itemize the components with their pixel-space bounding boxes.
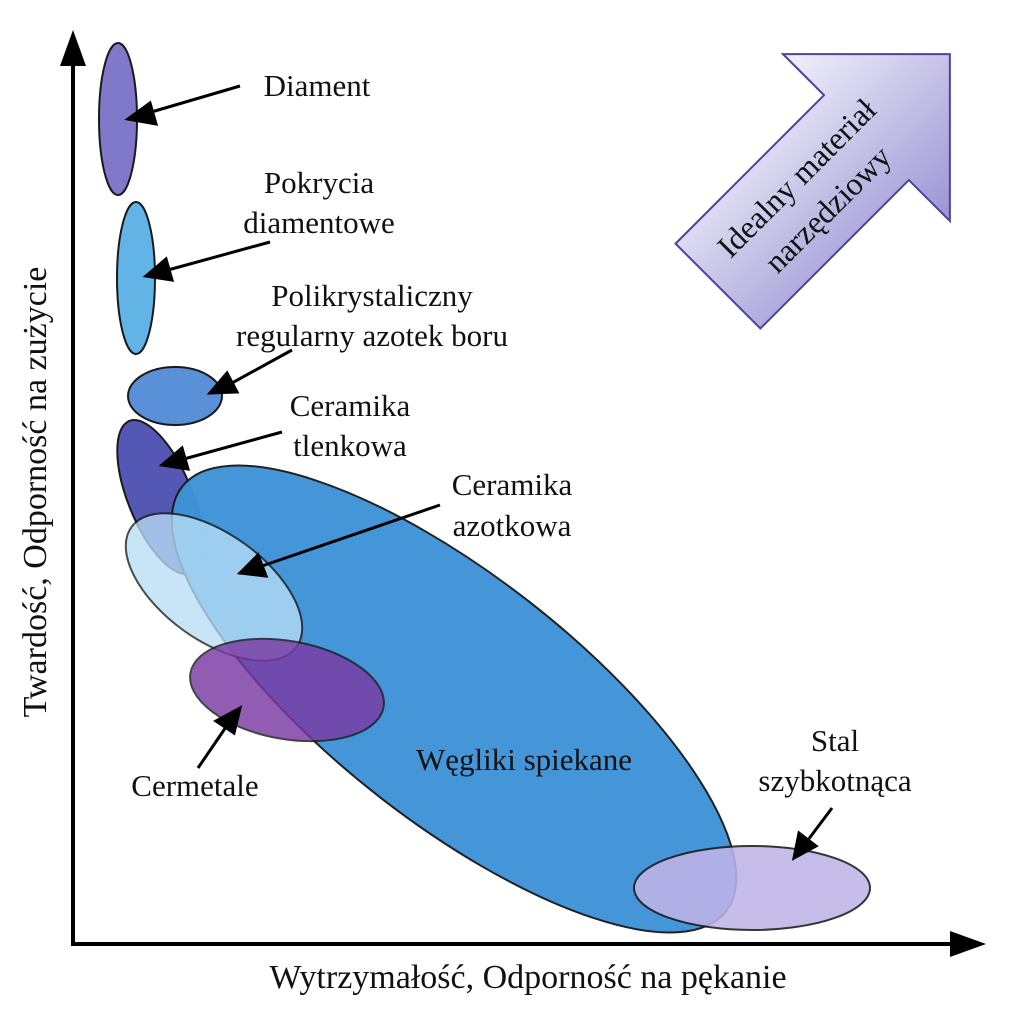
pointer-ceramika-tlenkowa-head bbox=[158, 445, 191, 471]
label-diament: Diament bbox=[264, 68, 371, 103]
pointer-ceramika-azotkowa-head bbox=[236, 552, 269, 578]
pointer-stal bbox=[806, 807, 834, 841]
x-axis-title: Wytrzymałość, Odporność na pękanie bbox=[269, 959, 786, 996]
y-axis-title: Twardość, Odporność na zużycie bbox=[17, 267, 54, 718]
region-stal-szybkotnaca bbox=[633, 845, 871, 931]
label-cermetale: Cermetale bbox=[131, 768, 258, 803]
pointer-pokrycia-head bbox=[142, 256, 175, 282]
pointer-cermetale-head bbox=[213, 705, 243, 736]
pointer-pcbn-head bbox=[206, 370, 240, 395]
pointer-diament bbox=[147, 84, 241, 115]
axes bbox=[60, 30, 986, 957]
pointer-arrows bbox=[124, 84, 834, 861]
label-pokrycia-line1: Pokrycia bbox=[264, 165, 374, 200]
pointer-pcbn bbox=[231, 348, 293, 385]
region-labels: Diament Pokrycia diamentowe Polikrystali… bbox=[131, 68, 912, 803]
label-wegliki-spiekane: Węgliki spiekane bbox=[416, 742, 632, 777]
pointer-ceramika-azotkowa bbox=[261, 503, 441, 568]
label-ceramika-azotkowa-line2: azotkowa bbox=[453, 508, 572, 543]
label-ceramika-azotkowa-line1: Ceramika bbox=[452, 467, 573, 502]
material-regions bbox=[98, 42, 871, 934]
pointer-pokrycia bbox=[167, 240, 271, 272]
x-axis-arrowhead bbox=[950, 931, 986, 957]
pointer-diament-head bbox=[124, 100, 159, 126]
label-pcbn-line1: Polikrystaliczny bbox=[271, 278, 473, 313]
pointer-cermetale bbox=[196, 726, 228, 769]
label-pokrycia-line2: diamentowe bbox=[243, 205, 395, 240]
label-stal-line2: szybkotnąca bbox=[758, 763, 911, 798]
label-ceramika-tlenkowa-line1: Ceramika bbox=[290, 388, 411, 423]
region-polikrystaliczny-azotek-boru bbox=[127, 366, 223, 426]
pointer-stal-head bbox=[791, 830, 819, 861]
y-axis-arrowhead bbox=[60, 30, 86, 66]
ideal-material-arrow: Idealny materiał narzędziowy bbox=[674, 53, 951, 330]
label-stal-line1: Stal bbox=[811, 723, 859, 758]
label-pcbn-line2: regularny azotek boru bbox=[236, 318, 508, 353]
ideal-arrow-shape bbox=[674, 53, 951, 330]
label-ceramika-tlenkowa-line2: tlenkowa bbox=[293, 428, 407, 463]
pointer-ceramika-tlenkowa bbox=[183, 430, 283, 461]
